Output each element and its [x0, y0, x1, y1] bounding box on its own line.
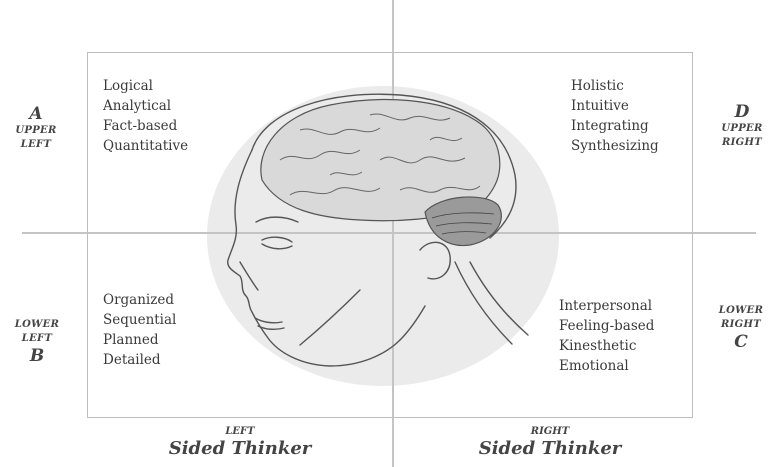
left-thinker-small: LEFT — [150, 426, 330, 438]
right-thinker-small: RIGHT — [460, 426, 640, 438]
upper-left-traits: Logical Analytical Fact-based Quantitati… — [103, 76, 188, 156]
lower-left-label: LOWER LEFT B — [6, 318, 68, 366]
quadrant-letter-d: D — [712, 102, 772, 122]
upper-right-label: D UPPER RIGHT — [712, 102, 772, 150]
quadrant-letter-c: C — [708, 332, 774, 352]
lower-right-label: LOWER RIGHT C — [708, 304, 774, 352]
trait-logical: Logical — [103, 76, 188, 96]
quadrant-letter-a: A — [8, 104, 64, 124]
upper-left-word-2: LEFT — [8, 138, 64, 152]
lower-right-word-1: LOWER — [708, 304, 774, 318]
quadrant-letter-b: B — [6, 346, 68, 366]
trait-integrating: Integrating — [571, 116, 659, 136]
upper-right-word-1: UPPER — [712, 122, 772, 136]
trait-planned: Planned — [103, 330, 176, 350]
lower-left-word-1: LOWER — [6, 318, 68, 332]
right-thinker-label: RIGHT Sided Thinker — [460, 426, 640, 460]
right-thinker-big: Sided Thinker — [460, 438, 640, 460]
trait-holistic: Holistic — [571, 76, 659, 96]
trait-interpersonal: Interpersonal — [559, 296, 654, 316]
lower-left-word-2: LEFT — [6, 332, 68, 346]
trait-analytical: Analytical — [103, 96, 188, 116]
trait-organized: Organized — [103, 290, 176, 310]
upper-right-word-2: RIGHT — [712, 136, 772, 150]
trait-quantitative: Quantitative — [103, 136, 188, 156]
trait-synthesizing: Synthesizing — [571, 136, 659, 156]
upper-right-traits: Holistic Intuitive Integrating Synthesiz… — [571, 76, 659, 156]
trait-detailed: Detailed — [103, 350, 176, 370]
lower-right-traits: Interpersonal Feeling-based Kinesthetic … — [559, 296, 654, 376]
trait-sequential: Sequential — [103, 310, 176, 330]
left-thinker-big: Sided Thinker — [150, 438, 330, 460]
upper-left-label: A UPPER LEFT — [8, 104, 64, 152]
trait-fact-based: Fact-based — [103, 116, 188, 136]
lower-left-traits: Organized Sequential Planned Detailed — [103, 290, 176, 370]
left-thinker-label: LEFT Sided Thinker — [150, 426, 330, 460]
trait-emotional: Emotional — [559, 356, 654, 376]
trait-intuitive: Intuitive — [571, 96, 659, 116]
trait-feeling-based: Feeling-based — [559, 316, 654, 336]
upper-left-word-1: UPPER — [8, 124, 64, 138]
trait-kinesthetic: Kinesthetic — [559, 336, 654, 356]
lower-right-word-2: RIGHT — [708, 318, 774, 332]
